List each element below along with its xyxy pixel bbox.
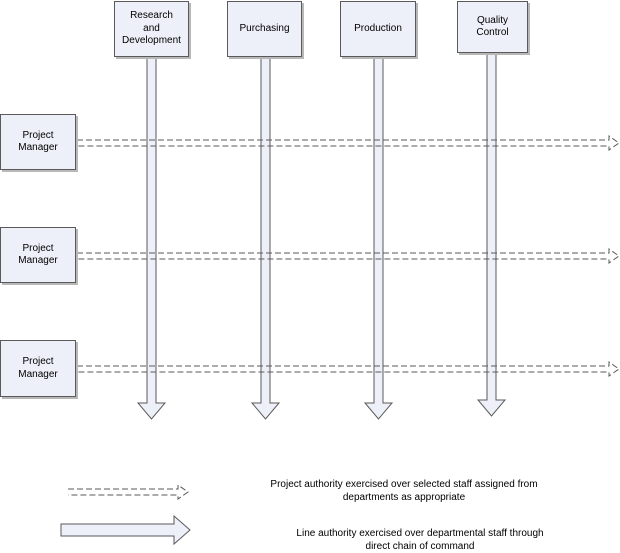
legend-project-authority-text: Project authority exercised over selecte… xyxy=(270,479,538,503)
project-authority-arrow-3 xyxy=(77,361,620,377)
department-box-quality-control: Quality Control xyxy=(457,1,528,53)
legend-solid-arrow xyxy=(60,514,191,546)
project-manager-box-3: Project Manager xyxy=(0,340,76,397)
department-box-production: Production xyxy=(340,1,416,57)
department-box-research: Research and Development xyxy=(114,1,189,57)
project-manager-label: Project Manager xyxy=(18,356,58,380)
project-manager-box-1: Project Manager xyxy=(0,114,76,170)
project-manager-label: Project Manager xyxy=(18,129,58,154)
line-authority-arrow-quality-control xyxy=(476,52,507,417)
department-label: Production xyxy=(354,22,402,34)
project-manager-box-2: Project Manager xyxy=(0,227,76,283)
project-manager-label: Project Manager xyxy=(18,242,58,267)
project-authority-arrow-2 xyxy=(77,248,620,264)
project-authority-arrow-1 xyxy=(77,135,620,151)
department-box-purchasing: Purchasing xyxy=(227,1,302,57)
line-authority-arrow-purchasing xyxy=(250,56,281,420)
line-authority-arrow-research xyxy=(136,56,167,420)
department-label: Purchasing xyxy=(239,22,290,34)
line-authority-arrow-production xyxy=(363,56,394,420)
department-label: Research and Development xyxy=(122,10,181,47)
legend-line-authority-text: Line authority exercised over department… xyxy=(296,528,544,552)
department-label: Quality Control xyxy=(476,14,509,39)
legend-dashed-arrow xyxy=(68,484,189,500)
